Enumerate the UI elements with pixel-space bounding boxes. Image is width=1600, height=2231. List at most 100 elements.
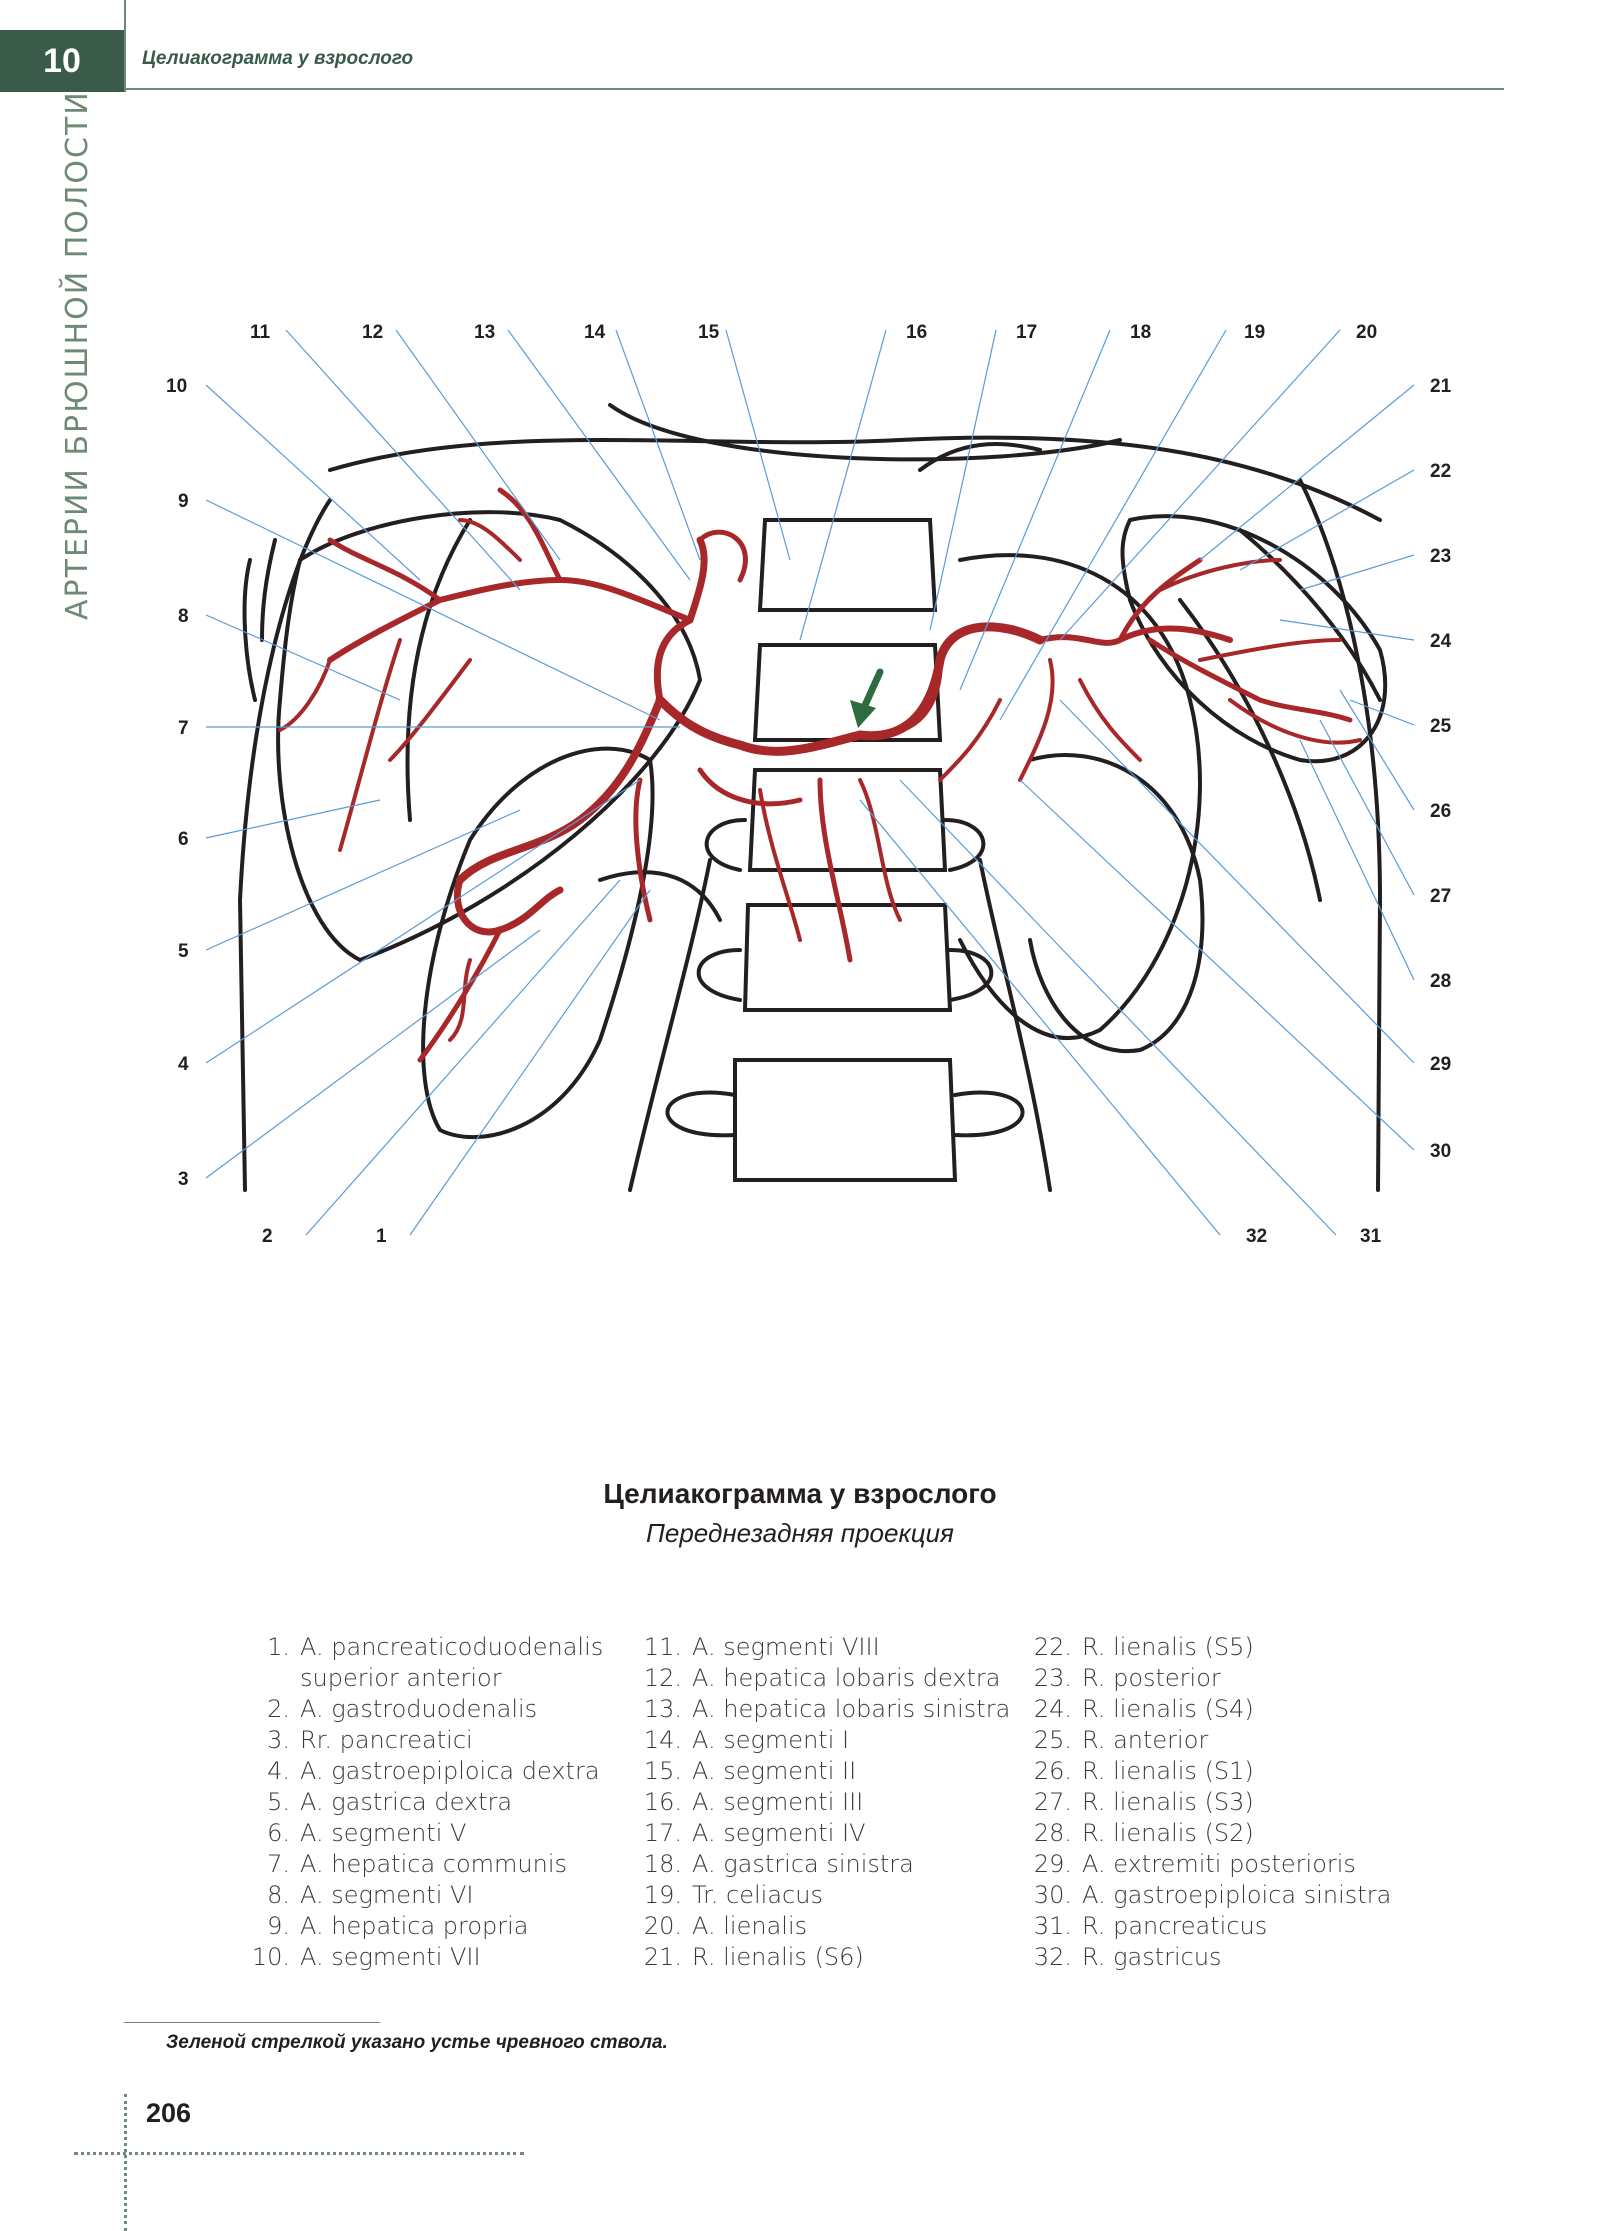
label-12: 12 [362,322,383,343]
legend-item-number: 13. [643,1695,682,1723]
label-25: 25 [1430,716,1452,737]
legend-item: 10.A. segmenti VII [240,1942,603,1973]
legend-item-number: 5. [267,1788,290,1816]
legend-item: superior anterior [240,1663,603,1694]
legend-item-number: 23. [1033,1664,1072,1692]
legend-item: 8. A. segmenti VI [240,1880,603,1911]
legend-column-3: 22. R. lienalis (S5) 23. R. posterior 24. R. … [1022,1632,1391,1973]
running-title: Целиакограмма у взрослого [142,48,414,69]
legend-item-text: R. lienalis (S5) [1082,1633,1254,1661]
legend-item-text: R. lienalis (S3) [1082,1788,1254,1816]
legend-item-text: R. lienalis (S4) [1082,1695,1254,1723]
legend-item-number: 19. [643,1881,682,1909]
legend-item-number: 26. [1033,1757,1072,1785]
legend-item: 18. A. gastrica sinistra [632,1849,1010,1880]
legend-item: 14. A. segmenti I [632,1725,1010,1756]
legend-item: 11.A. segmenti VIII [632,1632,1010,1663]
legend-item: 7. A. hepatica communis [240,1849,603,1880]
label-7: 7 [178,718,189,739]
label-11: 11 [250,322,271,343]
legend-item-text: A. hepatica propria [300,1912,529,1940]
legend-item: 2. A. gastroduodenalis [240,1694,603,1725]
legend-item-number: 28. [1033,1819,1072,1847]
label-15: 15 [698,322,720,343]
arterial-tree [278,487,1362,1063]
legend-item: 19.Tr. celiacus [632,1880,1010,1911]
label-19: 19 [1244,322,1265,343]
legend-item-number: 12. [643,1664,682,1692]
celiac-trunk-arrow [850,668,884,728]
legend-item-number: 29. [1033,1850,1072,1878]
legend-item-text: A. hepatica lobaris dextra [692,1664,1001,1692]
label-18: 18 [1130,322,1151,343]
legend-item-number: 25. [1033,1726,1072,1754]
label-numbers: 11 12 13 14 15 16 17 18 19 20 10 9 8 7 6… [166,322,1452,1247]
legend-item-text: A. gastroduodenalis [300,1695,538,1723]
dotted-rule-vertical [124,2094,127,2231]
legend-item-number: 24. [1033,1695,1072,1723]
legend-item: 25. R. anterior [1022,1725,1391,1756]
legend-item-number: 9. [267,1912,290,1940]
legend-item-text: A. hepatica communis [300,1850,568,1878]
legend-item-number: 14. [643,1726,682,1754]
label-30: 30 [1430,1141,1451,1162]
header-rule [124,88,1504,90]
label-26: 26 [1430,801,1451,822]
label-2: 2 [262,1226,273,1247]
legend-item-number: 8. [267,1881,290,1909]
legend-item: 9. A. hepatica propria [240,1911,603,1942]
legend-item: 32. R. gastricus [1022,1942,1391,1973]
legend-item-number: 1. [267,1633,290,1661]
legend-item: 12. A. hepatica lobaris dextra [632,1663,1010,1694]
legend-item-text: R. gastricus [1082,1943,1222,1971]
legend-item-text: A. lienalis [692,1912,808,1940]
legend-item-number: 16. [643,1788,682,1816]
legend-item: 17. A. segmenti IV [632,1818,1010,1849]
label-9: 9 [178,491,189,512]
label-31: 31 [1360,1226,1382,1247]
legend-item-number: 17. [643,1819,682,1847]
celiacogram-diagram: 11 12 13 14 15 16 17 18 19 20 10 9 8 7 6… [166,322,1452,1247]
legend-item-text: A. segmenti VII [300,1943,481,1971]
legend-item-text: A. gastrica sinistra [692,1850,914,1878]
legend-item-text: R. lienalis (S1) [1082,1757,1254,1785]
label-13: 13 [474,322,495,343]
legend-item-text: R. posterior [1082,1664,1221,1692]
label-23: 23 [1430,546,1451,567]
label-17: 17 [1016,322,1037,343]
legend-item-text: superior anterior [300,1664,502,1692]
legend-item-number: 18. [643,1850,682,1878]
anatomy-outlines [237,403,1388,1192]
label-3: 3 [178,1169,189,1190]
legend-item-number: 22. [1033,1633,1072,1661]
label-10: 10 [166,376,187,397]
legend-item: 13.A. hepatica lobaris sinistra [632,1694,1010,1725]
legend-item-number: 30. [1033,1881,1072,1909]
legend-item: 24. R. lienalis (S4) [1022,1694,1391,1725]
label-21: 21 [1430,376,1452,397]
legend-item: 30.A. gastroepiploica sinistra [1022,1880,1391,1911]
legend-item-number: 15. [643,1757,682,1785]
label-28: 28 [1430,971,1451,992]
label-29: 29 [1430,1054,1451,1075]
legend-item-text: A. segmenti I [692,1726,850,1754]
legend-item: 21.R. lienalis (S6) [632,1942,1010,1973]
legend-item: 31.R. pancreaticus [1022,1911,1391,1942]
legend-item-number: 2. [267,1695,290,1723]
legend-item-text: Rr. pancreatici [300,1726,473,1754]
label-6: 6 [178,829,189,850]
legend-item: 6.A. segmenti V [240,1818,603,1849]
page-number: 206 [146,2098,192,2128]
legend-item-text: A. segmenti VI [300,1881,474,1909]
figure-caption-subtitle: Переднезадняя проекция [646,1518,954,1548]
figure-caption-title: Целиакограмма у взрослого [603,1478,997,1509]
legend-item-number: 7. [267,1850,290,1878]
legend-item-text: R. anterior [1082,1726,1209,1754]
legend-item-text: R. pancreaticus [1082,1912,1268,1940]
legend-item-number: 32. [1033,1943,1072,1971]
legend-item: 22. R. lienalis (S5) [1022,1632,1391,1663]
label-22: 22 [1430,461,1451,482]
legend-item-number: 11. [643,1633,682,1661]
legend-item-text: A. segmenti IV [692,1819,866,1847]
